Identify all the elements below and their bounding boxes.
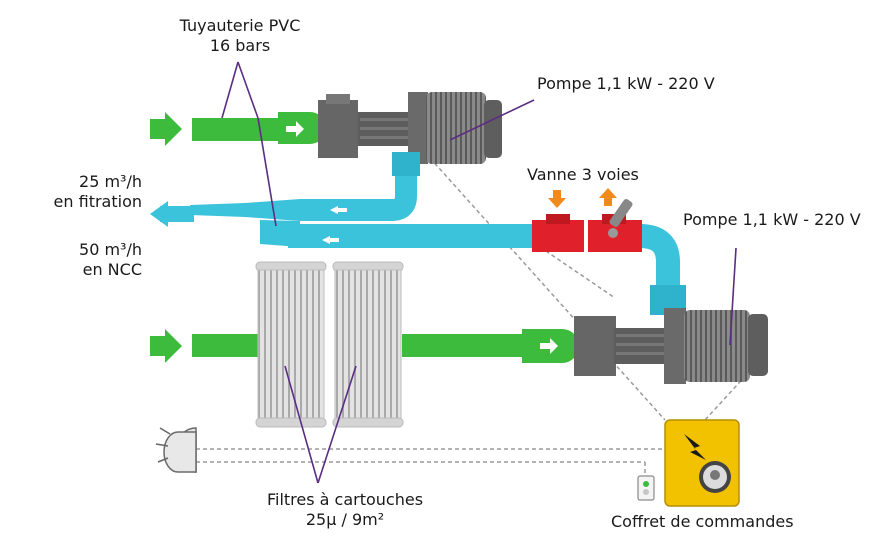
switch-icon	[637, 475, 655, 501]
bottom-inlet-pipe	[150, 329, 579, 363]
filtration-flow-line2: en fitration	[53, 192, 142, 211]
ncc-flow-label: 50 m³/h en NCC	[30, 240, 142, 280]
top-inlet-pipe	[150, 112, 326, 146]
filters-label: Filtres à cartouches 25µ / 9m²	[250, 490, 440, 530]
filters-label-line1: Filtres à cartouches	[266, 490, 424, 509]
electrical-wiring	[196, 157, 761, 480]
lightning-icon	[684, 434, 706, 460]
top-pump	[318, 92, 502, 164]
valve-arrow-down-icon	[548, 190, 566, 208]
right-pump-label: Pompe 1,1 kW - 220 V	[683, 210, 861, 229]
three-way-valve	[532, 188, 642, 252]
filters-label-line2: 25µ / 9m²	[305, 510, 385, 529]
cartridge-filters	[255, 261, 404, 428]
valve-label: Vanne 3 voies	[527, 165, 639, 184]
control-box-label: Coffret de commandes	[611, 512, 794, 531]
pvc-label-line2: 16 bars	[209, 36, 271, 55]
flow-arrow-right-icon	[286, 121, 304, 137]
pvc-pipe-label: Tuyauterie PVC 16 bars	[170, 16, 310, 56]
flow-arrow-right-icon	[540, 338, 558, 354]
ncc-flow-line1: 50 m³/h	[79, 240, 142, 259]
ncc-flow-line2: en NCC	[82, 260, 142, 279]
inlet-arrow-bottom-icon	[150, 329, 182, 363]
pool-light-icon	[155, 427, 197, 473]
filter-cartridge-left	[255, 261, 327, 428]
outlet-arrow-icon	[150, 201, 168, 227]
bottom-pump	[574, 308, 768, 384]
top-pump-label: Pompe 1,1 kW - 220 V	[537, 74, 715, 93]
filtration-flow-label: 25 m³/h en fitration	[30, 172, 142, 212]
valve-handle	[609, 199, 633, 227]
valve-arrow-up-icon	[599, 188, 617, 206]
inlet-arrow-top-icon	[150, 112, 182, 146]
control-box	[664, 419, 740, 507]
filtration-flow-line1: 25 m³/h	[79, 172, 142, 191]
pvc-label-line1: Tuyauterie PVC	[179, 16, 301, 35]
leader-lines	[221, 61, 737, 484]
